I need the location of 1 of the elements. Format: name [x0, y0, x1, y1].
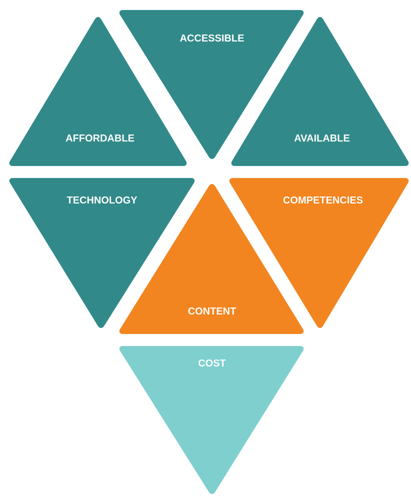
triangle: COST — [119, 346, 304, 494]
